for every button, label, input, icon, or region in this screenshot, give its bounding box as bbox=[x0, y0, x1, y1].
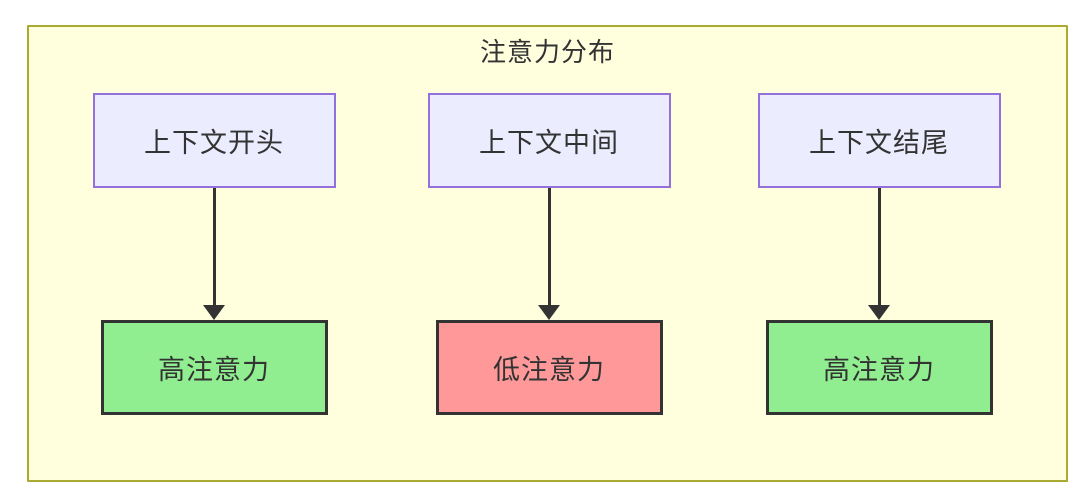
node-context-end: 上下文结尾 bbox=[757, 93, 1001, 188]
arrow-line bbox=[547, 188, 551, 305]
flow-column-start: 上下文开头 高注意力 bbox=[91, 93, 337, 415]
arrow-head bbox=[538, 305, 560, 320]
node-context-middle: 上下文中间 bbox=[427, 93, 671, 188]
arrow-down-icon bbox=[538, 188, 560, 320]
arrow-head bbox=[203, 305, 225, 320]
arrow-down-icon bbox=[868, 188, 890, 320]
arrow-head bbox=[868, 305, 890, 320]
cluster-attention-distribution: 注意力分布 上下文开头 高注意力 上下文中间 低注意力 上下文结尾 高注意力 bbox=[27, 25, 1068, 482]
arrow-line bbox=[877, 188, 881, 305]
node-attention-middle: 低注意力 bbox=[435, 320, 663, 415]
flow-column-middle: 上下文中间 低注意力 bbox=[426, 93, 672, 415]
flow-column-end: 上下文结尾 高注意力 bbox=[756, 93, 1002, 415]
arrow-down-icon bbox=[203, 188, 225, 320]
node-attention-end: 高注意力 bbox=[765, 320, 993, 415]
cluster-title: 注意力分布 bbox=[479, 37, 615, 67]
node-context-start: 上下文开头 bbox=[92, 93, 336, 188]
arrow-line bbox=[212, 188, 216, 305]
node-attention-start: 高注意力 bbox=[100, 320, 328, 415]
